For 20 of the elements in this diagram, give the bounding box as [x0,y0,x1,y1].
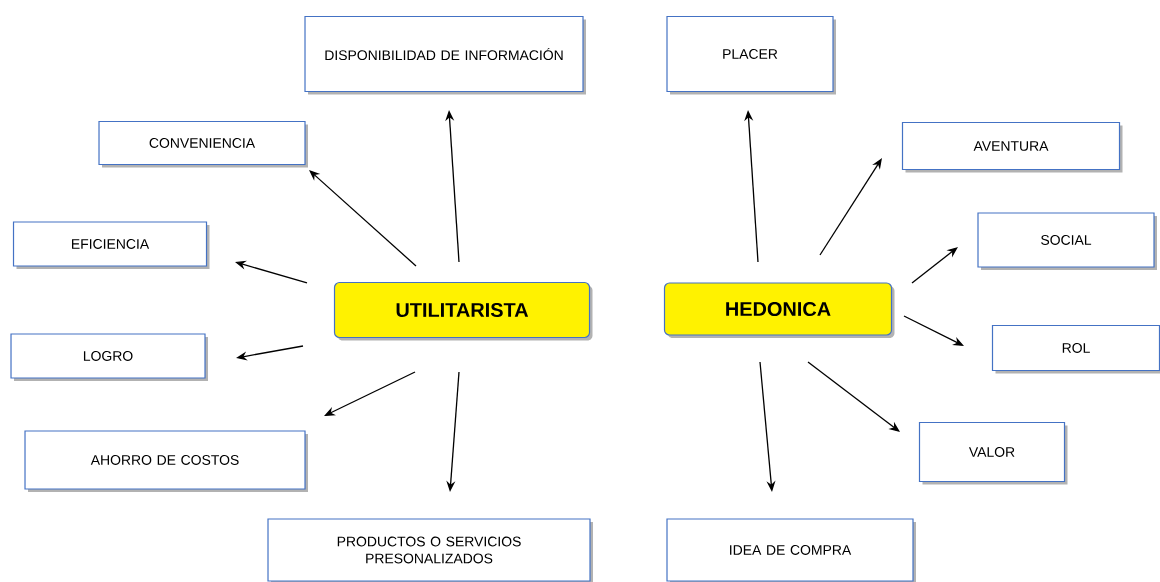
concept-box: VALOR [918,421,1068,485]
concept-box: CONVENIENCIA [98,120,308,168]
arrow [324,371,416,416]
concept-box: AVENTURA [901,121,1123,173]
arrow [819,158,882,256]
arrow [807,361,900,432]
arrow [309,170,417,267]
concept-box: LOGRO [10,333,208,381]
concept-box: PRODUCTOS O SERVICIOS PRESONALIZADOS [267,518,593,582]
concept-box: SOCIAL [977,212,1157,270]
arrow [903,315,964,346]
concept-box: AHORRO DE COSTOS [24,430,308,492]
central-box: UTILITARISTA [333,281,593,341]
concept-box: ROL [991,324,1160,374]
arrow [911,247,958,284]
concept-box: IDEA DE COMPRA [666,518,916,582]
concept-box: DISPONIBILIDAD DE INFORMACIÓN [304,15,586,95]
concept-box: PLACER [666,15,836,95]
concept-box: EFICIENCIA [12,221,210,269]
central-box: HEDONICA [663,282,895,338]
